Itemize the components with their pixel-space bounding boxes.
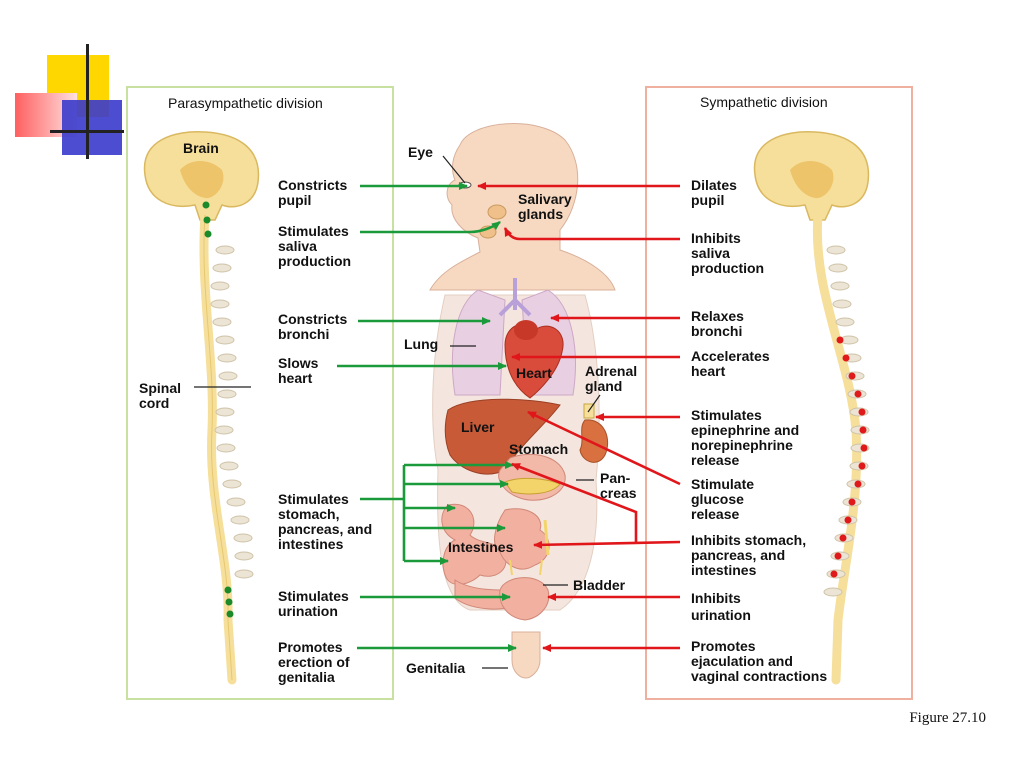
genitalia-icon bbox=[511, 631, 541, 679]
bladder-icon bbox=[499, 577, 550, 621]
left-ganglia bbox=[202, 201, 234, 618]
symp-effect-pupil: Dilates pupil bbox=[691, 177, 737, 208]
organ-label-genitalia: Genitalia bbox=[406, 660, 466, 676]
decor-blue-square bbox=[62, 100, 122, 155]
organ-label-liver: Liver bbox=[461, 419, 495, 435]
organ-label-intestines: Intestines bbox=[448, 539, 514, 555]
kidney-icon bbox=[579, 419, 609, 463]
symp-effect-urination: Inhibits urination bbox=[691, 590, 751, 623]
left-brain-icon bbox=[143, 131, 260, 221]
sympathetic-panel bbox=[645, 86, 913, 700]
lung-icon bbox=[451, 289, 506, 396]
symp-effect-glucose: Stimulate glucose release bbox=[691, 476, 755, 522]
organ-label-heart: Heart bbox=[516, 365, 552, 381]
para-effect-heart: Slows heart bbox=[278, 355, 319, 386]
salivary-gland-icon bbox=[487, 204, 507, 220]
para-effect-saliva: Stimulates saliva production bbox=[278, 223, 352, 269]
decor-horizontal-line bbox=[50, 130, 124, 133]
symp-effect-epinephrine: Stimulates epinephrine and norepinephrin… bbox=[691, 407, 800, 468]
organ-label-stomach: Stomach bbox=[509, 441, 569, 457]
organ-label-adrenal: Adrenal gland bbox=[585, 363, 638, 394]
parasympathetic-panel bbox=[126, 86, 394, 700]
organ-label-pancreas: Pan- creas bbox=[600, 470, 637, 501]
spinal-cord-label: Spinal cord bbox=[139, 380, 182, 411]
sympathetic-arrows bbox=[477, 182, 681, 652]
parasympathetic-title: Parasympathetic division bbox=[168, 95, 323, 111]
symp-effect-saliva: Inhibits saliva production bbox=[691, 230, 765, 276]
para-effect-urination: Stimulates urination bbox=[278, 588, 349, 619]
para-effect-pupil: Constricts pupil bbox=[278, 177, 348, 208]
para-effect-genitalia: Promotes erection of genitalia bbox=[278, 639, 350, 685]
para-effect-bronchi: Constricts bronchi bbox=[278, 311, 348, 342]
right-brain-icon bbox=[753, 131, 870, 221]
symp-effect-bronchi: Relaxes bronchi bbox=[691, 308, 744, 339]
symp-effect-digestion: Inhibits stomach, pancreas, and intestin… bbox=[691, 532, 807, 578]
parasympathetic-arrows bbox=[337, 182, 517, 652]
left-vertebrae bbox=[210, 245, 254, 579]
symp-effect-ejaculation: Promotes ejaculation and vaginal contrac… bbox=[691, 638, 828, 684]
symp-effect-heart: Accelerates heart bbox=[691, 348, 770, 379]
organ-label-eye: Eye bbox=[408, 144, 433, 160]
decor-vertical-line bbox=[86, 44, 89, 159]
para-effect-digestion: Stimulates stomach, pancreas, and intest… bbox=[278, 491, 373, 552]
organ-label-lung: Lung bbox=[404, 336, 439, 352]
sympathetic-title: Sympathetic division bbox=[700, 94, 828, 110]
brain-label: Brain bbox=[183, 140, 219, 156]
figure-label: Figure 27.10 bbox=[909, 710, 986, 726]
pancreas-icon bbox=[504, 477, 561, 495]
right-ganglia bbox=[830, 336, 868, 578]
organ-label-salivary: Salivary glands bbox=[518, 191, 572, 222]
intestines-icon bbox=[441, 503, 550, 610]
organ-label-bladder: Bladder bbox=[573, 577, 626, 593]
